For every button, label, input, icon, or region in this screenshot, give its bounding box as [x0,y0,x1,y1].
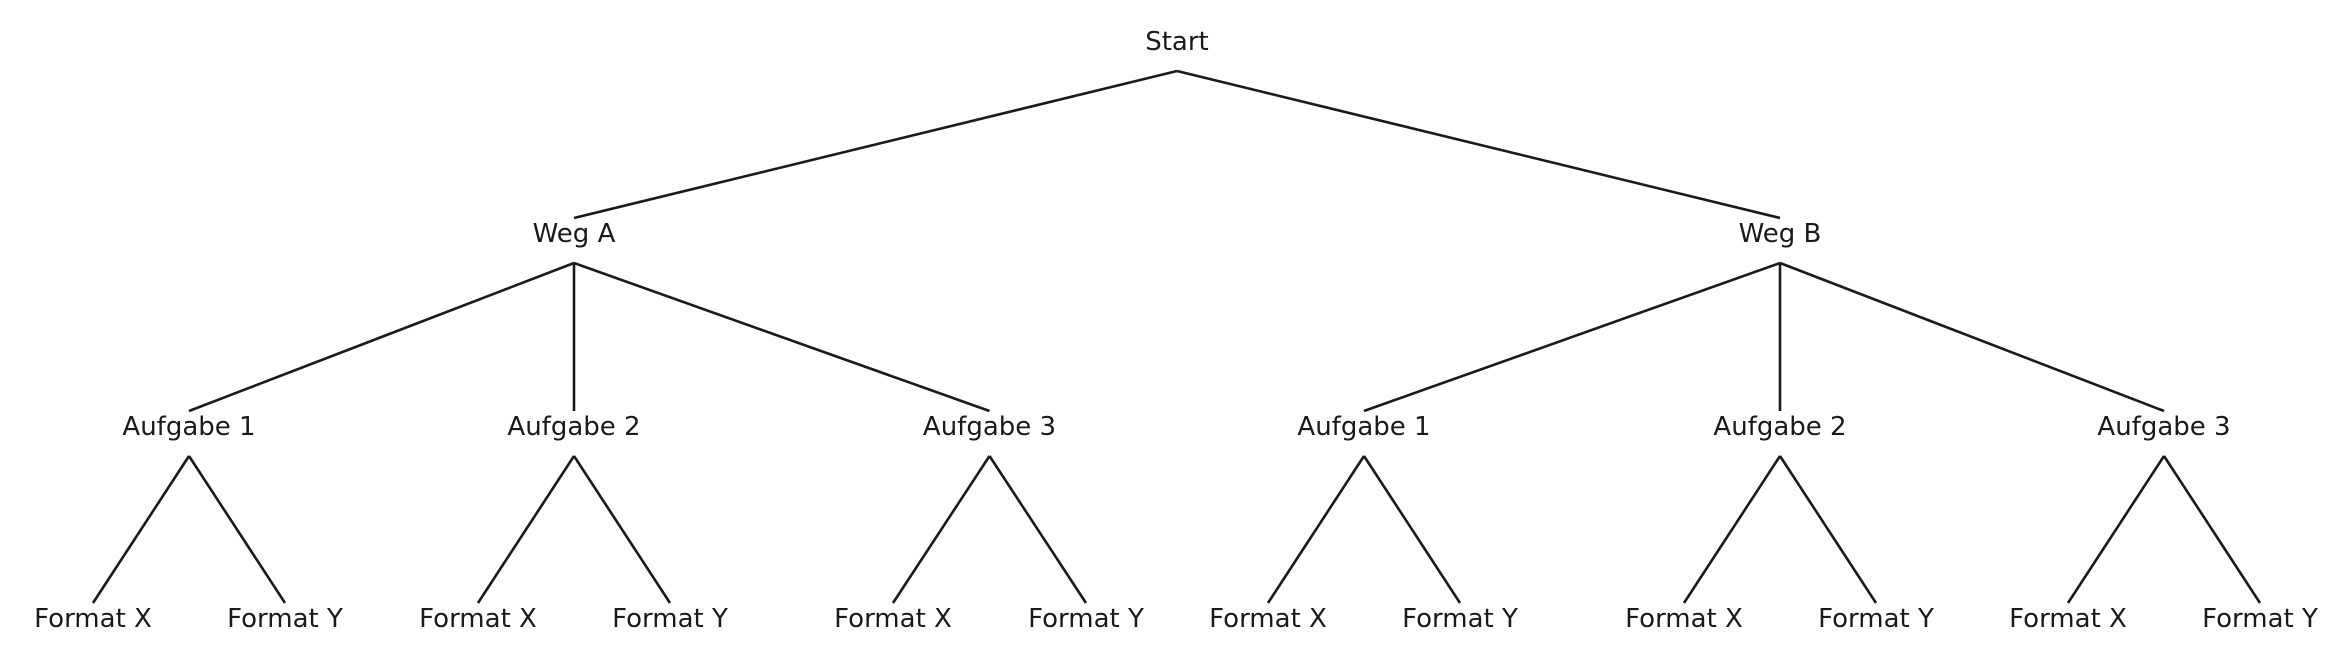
edge-aufgabe-3-to-format-y [2162,455,2262,604]
node-aufgabe-3: Aufgabe 3 [923,412,1056,442]
node-start: Start [1145,27,1209,57]
edge-weg-a-to-aufgabe-1 [188,261,575,413]
node-aufgabe-3: Aufgabe 3 [2097,412,2230,442]
node-format-x: Format X [419,604,537,634]
edge-aufgabe-3-to-format-x [2066,455,2166,604]
node-format-y: Format Y [2202,604,2318,634]
edge-weg-b-to-aufgabe-3 [1779,261,2165,413]
edge-aufgabe-2-to-format-y [572,455,672,604]
edge-start-to-weg-b [1176,69,1781,220]
node-aufgabe-2: Aufgabe 2 [1713,412,1846,442]
node-format-x: Format X [1209,604,1327,634]
node-format-x: Format X [2009,604,2127,634]
edge-aufgabe-1-to-format-x [91,455,191,604]
edge-aufgabe-2-to-format-y [1778,455,1878,604]
node-format-x: Format X [1625,604,1743,634]
node-format-y: Format Y [1028,604,1144,634]
node-weg-b: Weg B [1739,219,1822,249]
edge-aufgabe-1-to-format-y [187,455,287,604]
node-aufgabe-1: Aufgabe 1 [1297,412,1430,442]
node-format-x: Format X [834,604,952,634]
node-aufgabe-2: Aufgabe 2 [507,412,640,442]
node-aufgabe-1: Aufgabe 1 [122,412,255,442]
node-format-x: Format X [34,604,152,634]
edges-layer [91,69,2262,604]
edge-aufgabe-1-to-format-y [1362,455,1462,604]
edge-aufgabe-3-to-format-y [988,455,1088,604]
node-weg-a: Weg A [533,219,616,249]
edge-start-to-weg-a [573,69,1178,220]
edge-aufgabe-3-to-format-x [891,455,991,604]
edge-weg-b-to-aufgabe-1 [1363,261,1781,413]
node-format-y: Format Y [1818,604,1934,634]
node-format-y: Format Y [612,604,728,634]
node-format-y: Format Y [1402,604,1518,634]
node-format-y: Format Y [227,604,343,634]
edge-aufgabe-2-to-format-x [476,455,576,604]
edge-aufgabe-1-to-format-x [1266,455,1366,604]
edge-weg-a-to-aufgabe-3 [573,261,990,413]
edge-aufgabe-2-to-format-x [1682,455,1782,604]
